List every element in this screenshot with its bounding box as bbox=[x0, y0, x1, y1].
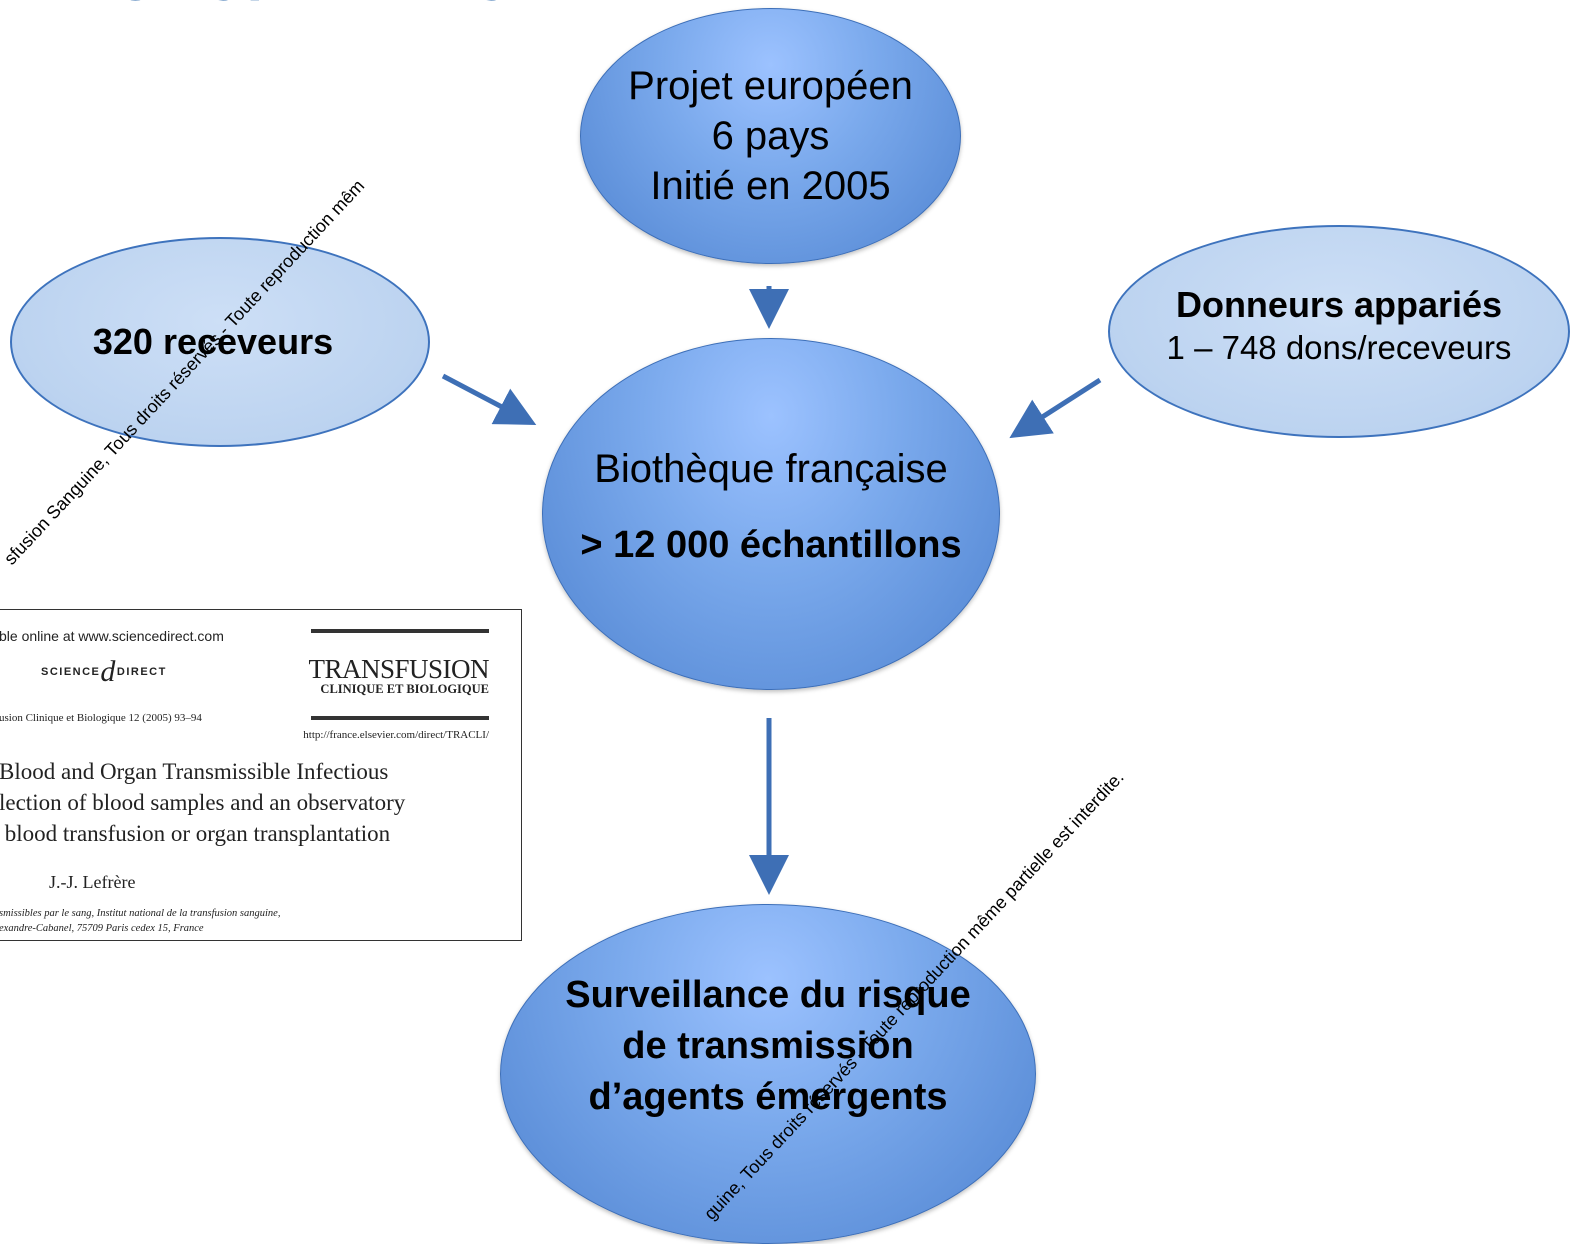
recipients-oval: 320 receveurs bbox=[10, 237, 430, 447]
project-line2: 6 pays bbox=[711, 114, 830, 158]
surveillance-line3: d’agents émergents bbox=[588, 1075, 948, 1118]
article-affiliation: smissibles par le sang, Institut nationa… bbox=[0, 908, 281, 934]
donors-detail: 1 – 748 dons/receveurs bbox=[1166, 328, 1512, 366]
article-title: Blood and Organ Transmissible Infectious… bbox=[0, 759, 406, 846]
journal-title: TRANSFUSION bbox=[308, 654, 489, 684]
biobank-line2: > 12 000 échantillons bbox=[580, 524, 962, 566]
project-oval: Projet européen 6 pays Initié en 2005 bbox=[580, 8, 961, 264]
donors-oval: Donneurs appariés 1 – 748 dons/receveurs bbox=[1108, 225, 1570, 438]
article-author: J.-J. Lefrère bbox=[49, 872, 136, 892]
biobank-oval: Biothèque française > 12 000 échantillon… bbox=[542, 338, 1000, 690]
donors-label: Donneurs appariés bbox=[1175, 283, 1503, 325]
article-availability: ble online at www.sciencedirect.com bbox=[0, 628, 224, 644]
surveillance-oval: Surveillance du risque de transmission d… bbox=[500, 904, 1036, 1244]
arrow-recipients-to-biobank bbox=[441, 373, 537, 425]
project-line1: Projet européen bbox=[628, 64, 913, 108]
page-title: ET EUROPEEN BOTIA bbox=[0, 0, 660, 20]
journal-subtitle: CLINIQUE ET BIOLOGIQUE bbox=[320, 682, 489, 696]
article-url: http://france.elsevier.com/direct/TRACLI… bbox=[303, 729, 489, 741]
sciencedirect-logo: SCIENCEdDIRECT bbox=[41, 655, 167, 688]
surveillance-line2: de transmission bbox=[622, 1024, 914, 1067]
surveillance-line1: Surveillance du risque bbox=[565, 973, 971, 1016]
project-line3: Initié en 2005 bbox=[650, 164, 891, 208]
arrow-donors-to-biobank bbox=[1009, 377, 1102, 439]
article-excerpt: ble online at www.sciencedirect.com SCIE… bbox=[0, 609, 522, 941]
recipients-label: 320 receveurs bbox=[92, 321, 334, 362]
article-citation: usion Clinique et Biologique 12 (2005) 9… bbox=[0, 712, 202, 724]
biobank-line1: Biothèque française bbox=[594, 447, 948, 491]
journal-rule-bottom bbox=[311, 716, 489, 720]
journal-rule-top bbox=[311, 629, 489, 633]
flow-arrows bbox=[441, 286, 1102, 895]
